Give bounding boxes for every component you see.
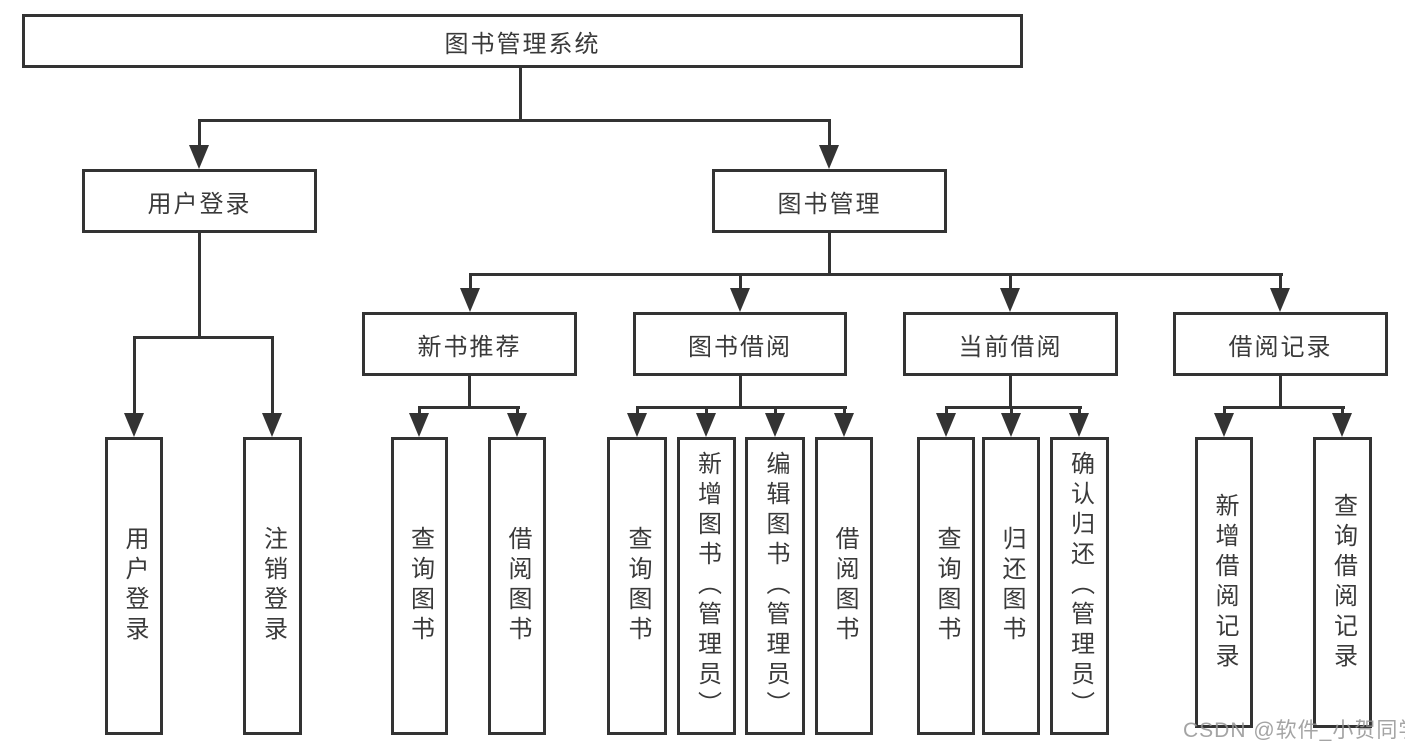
arrow-down-icon: [507, 413, 527, 437]
leaf-borrow-books-borrowing-label: 借阅图书: [831, 526, 858, 646]
edge-user-login-to-children: [133, 336, 274, 339]
edge-to-book-borrowing: [739, 273, 742, 291]
leaf-user-login-label: 用户登录: [121, 526, 148, 646]
arrow-down-icon: [409, 413, 429, 437]
edge-to-leaf: [516, 406, 519, 416]
leaf-logout-label: 注销登录: [259, 526, 287, 646]
arrow-down-icon: [1332, 413, 1352, 437]
edge-to-leaf: [1078, 406, 1081, 416]
node-book-borrowing: 图书借阅: [633, 312, 847, 376]
edge-to-leaf: [636, 406, 639, 416]
arrow-down-icon: [1001, 413, 1021, 437]
arrow-down-icon: [696, 413, 716, 437]
node-new-book-recommend-label: 新书推荐: [417, 333, 522, 361]
edge-recommend-to-children: [418, 406, 520, 409]
leaf-confirm-return-admin-label: 确认归还（管理员）: [1066, 451, 1094, 721]
node-current-borrowing-label: 当前借阅: [958, 333, 1063, 361]
edge-user-login-to-children: [198, 233, 201, 339]
edge-root-to-level2: [198, 119, 831, 122]
edge-borrowing-to-children: [636, 406, 847, 409]
leaf-edit-books-admin-label: 编辑图书（管理员）: [762, 451, 789, 721]
leaf-user-login: 用户登录: [105, 437, 163, 735]
edge-to-leaf: [1223, 406, 1226, 416]
leaf-query-books-current-label: 查询图书: [933, 526, 960, 646]
leaf-query-books-current: 查询图书: [917, 437, 975, 735]
node-user-login: 用户登录: [82, 169, 317, 233]
edge-root-to-level2: [519, 68, 522, 122]
edge-to-new-book-recommend: [469, 273, 472, 291]
leaf-borrow-books-recommend-label: 借阅图书: [504, 526, 531, 646]
edge-to-borrow-records: [1279, 273, 1282, 291]
leaf-query-books-recommend-label: 查询图书: [406, 526, 434, 646]
arrow-down-icon: [124, 413, 144, 437]
arrow-down-icon: [1000, 288, 1020, 312]
edge-borrowing-to-children: [739, 376, 742, 409]
edge-root-to-book-management: [828, 119, 831, 149]
node-root-system: 图书管理系统: [22, 14, 1023, 68]
node-book-borrowing-label: 图书借阅: [688, 333, 792, 361]
leaf-add-borrow-record-label: 新增借阅记录: [1211, 492, 1238, 673]
arrow-down-icon: [262, 413, 282, 437]
edge-book-management-to-sections: [469, 273, 1283, 276]
node-current-borrowing: 当前借阅: [903, 312, 1118, 376]
arrow-down-icon: [834, 413, 854, 437]
arrow-down-icon: [460, 288, 480, 312]
arrow-down-icon: [819, 145, 839, 169]
edge-to-leaf: [843, 406, 846, 416]
leaf-borrow-books-recommend: 借阅图书: [488, 437, 546, 735]
leaf-add-books-admin: 新增图书（管理员）: [677, 437, 736, 735]
edge-records-to-children: [1223, 406, 1345, 409]
leaf-query-books-borrowing: 查询图书: [607, 437, 667, 735]
edge-to-leaf: [705, 406, 708, 416]
edge-to-leaf-logout: [271, 336, 274, 416]
edge-records-to-children: [1279, 376, 1282, 409]
leaf-add-books-admin-label: 新增图书（管理员）: [693, 451, 721, 721]
leaf-confirm-return-admin: 确认归还（管理员）: [1050, 437, 1109, 735]
arrow-down-icon: [936, 413, 956, 437]
leaf-add-borrow-record: 新增借阅记录: [1195, 437, 1253, 728]
edge-to-leaf: [418, 406, 421, 416]
leaf-query-borrow-record-label: 查询借阅记录: [1329, 492, 1357, 673]
edge-to-current-borrowing: [1009, 273, 1012, 291]
edge-recommend-to-children: [468, 376, 471, 409]
leaf-query-books-recommend: 查询图书: [391, 437, 448, 735]
arrow-down-icon: [627, 413, 647, 437]
node-borrow-records-label: 借阅记录: [1228, 333, 1333, 361]
arrow-down-icon: [1214, 413, 1234, 437]
leaf-edit-books-admin: 编辑图书（管理员）: [745, 437, 805, 735]
leaf-return-books-label: 归还图书: [998, 526, 1025, 646]
leaf-logout: 注销登录: [243, 437, 302, 735]
csdn-watermark: CSDN @软件_小贺同学: [1183, 719, 1405, 742]
arrow-down-icon: [1270, 288, 1290, 312]
edge-to-leaf: [774, 406, 777, 416]
leaf-return-books: 归还图书: [982, 437, 1040, 735]
node-user-login-label: 用户登录: [147, 190, 252, 218]
node-book-management: 图书管理: [712, 169, 947, 233]
edge-to-leaf: [1341, 406, 1344, 416]
edge-to-leaf: [1010, 406, 1013, 416]
leaf-query-books-borrowing-label: 查询图书: [624, 526, 651, 646]
node-borrow-records: 借阅记录: [1173, 312, 1388, 376]
arrow-down-icon: [1069, 413, 1089, 437]
node-root-system-label: 图书管理系统: [444, 30, 601, 58]
leaf-borrow-books-borrowing: 借阅图书: [815, 437, 873, 735]
edge-current-to-children: [945, 406, 1082, 409]
edge-root-to-user-login: [198, 119, 201, 149]
node-book-management-label: 图书管理: [777, 190, 882, 218]
arrow-down-icon: [730, 288, 750, 312]
edge-to-leaf-user-login: [133, 336, 136, 416]
edge-to-leaf: [945, 406, 948, 416]
arrow-down-icon: [765, 413, 785, 437]
node-new-book-recommend: 新书推荐: [362, 312, 577, 376]
edge-current-to-children: [1009, 376, 1012, 409]
arrow-down-icon: [189, 145, 209, 169]
leaf-query-borrow-record: 查询借阅记录: [1313, 437, 1372, 728]
edge-book-management-to-sections: [828, 233, 831, 276]
